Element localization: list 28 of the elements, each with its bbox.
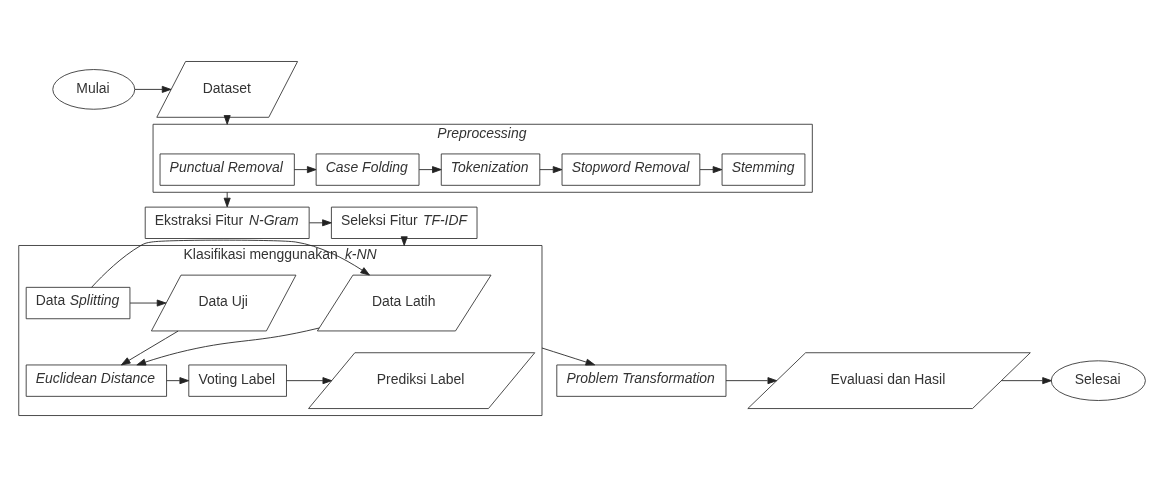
node-box: Problem Transformation <box>556 364 727 397</box>
arrow <box>1001 376 1052 384</box>
arrow <box>725 376 778 384</box>
arrow <box>91 239 370 288</box>
arrow <box>699 165 723 173</box>
node-ellipse: Selesai <box>1050 359 1146 401</box>
node-box: Punctual Removal <box>159 153 295 186</box>
node-box: Ekstraksi Fitur N-Gram <box>144 206 310 239</box>
arrow <box>293 165 317 173</box>
node-box: Tokenization <box>440 153 541 186</box>
arrow <box>539 165 563 173</box>
arrow <box>541 347 596 366</box>
node-box: Data Splitting <box>25 286 131 319</box>
node-ellipse: Mulai <box>52 68 136 110</box>
arrow <box>309 218 332 226</box>
arrow <box>418 165 442 173</box>
arrow <box>134 85 172 93</box>
arrow <box>286 376 333 384</box>
arrow <box>166 376 190 384</box>
node-box: Case Folding <box>315 153 420 186</box>
node-box: Stopword Removal <box>561 153 701 186</box>
node-box: Stemming <box>721 153 806 186</box>
node-box: Voting Label <box>188 364 287 397</box>
arrow <box>129 299 167 307</box>
arrow <box>223 191 231 207</box>
arrow <box>120 330 179 365</box>
arrow <box>136 327 320 365</box>
node-box: Euclidean Distance <box>25 364 167 397</box>
